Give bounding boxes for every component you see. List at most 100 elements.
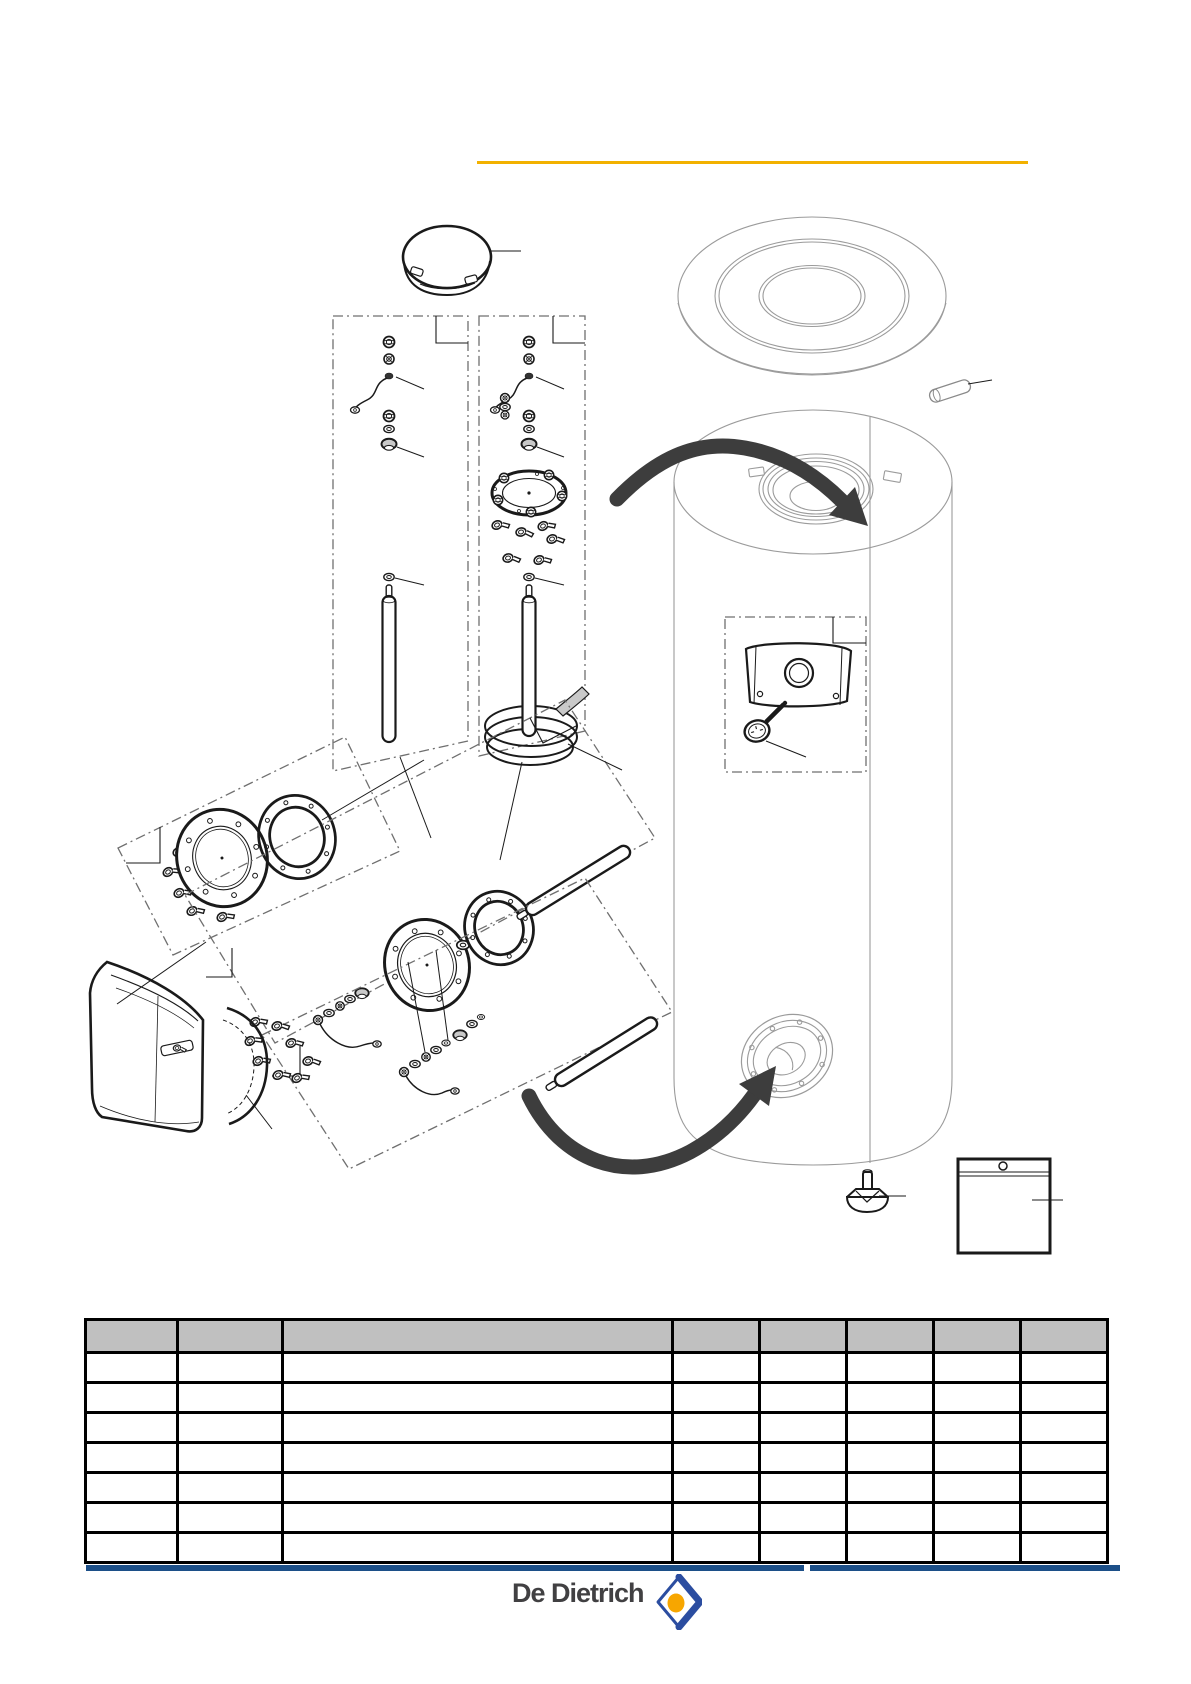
brand-logo-diamond-icon [656, 1574, 702, 1630]
footer-rule [86, 1565, 1120, 1571]
leader-line [765, 740, 807, 758]
panel-thermostat [724, 616, 867, 773]
tank-lower-flange [740, 1013, 834, 1099]
table-cell [932, 1501, 1022, 1534]
table-row [84, 1531, 1109, 1564]
table-cell [176, 1441, 284, 1474]
leader-lines [116, 250, 1063, 1201]
table-cell [176, 1471, 284, 1504]
header-cell [84, 1318, 179, 1354]
leader-line [536, 446, 565, 458]
table-cell [84, 1471, 179, 1504]
table-cell [671, 1351, 761, 1384]
thermostat-cover-plate [744, 642, 853, 708]
table-cell [84, 1501, 179, 1534]
table-cell [281, 1381, 674, 1414]
table-cell [1019, 1471, 1109, 1504]
table-row [84, 1501, 1109, 1534]
leader-line [407, 961, 426, 1053]
table-cell [845, 1471, 935, 1504]
leader-line [967, 379, 993, 385]
blank-flange-plate [175, 807, 269, 909]
arrow-into-top-opening [609, 438, 868, 526]
brand-logo-text: De Dietrich [512, 1578, 645, 1608]
table-cell [281, 1501, 674, 1534]
front-cover [88, 960, 205, 1133]
table-cell [176, 1351, 284, 1384]
table-cell [671, 1471, 761, 1504]
element-flange [383, 917, 471, 1013]
panel-anode [332, 315, 469, 772]
table-cell [1019, 1351, 1109, 1384]
flange-gasket [257, 793, 337, 881]
table-cell [671, 1441, 761, 1474]
table-row [84, 1411, 1109, 1444]
table-cell [84, 1351, 179, 1384]
header-cell [176, 1318, 284, 1354]
panel-heating-element-top [478, 315, 590, 766]
table-cell [932, 1441, 1022, 1474]
header-cell [758, 1318, 848, 1354]
table-cell [758, 1351, 848, 1384]
leader-line [535, 376, 565, 390]
table-cell [845, 1351, 935, 1384]
table-row [84, 1441, 1109, 1474]
panel-heating-element-bottom [242, 877, 673, 1170]
parts-table [84, 1318, 1109, 1564]
table-cell [671, 1411, 761, 1444]
trim-ring [222, 1006, 269, 1126]
tank-body [673, 409, 953, 1166]
table-cell [758, 1501, 848, 1534]
panel-flange-assembly [184, 699, 656, 1048]
header-cell [281, 1318, 674, 1354]
table-cell [1019, 1411, 1109, 1444]
table-cell [845, 1501, 935, 1534]
table-cell [845, 1381, 935, 1414]
table-cell [671, 1501, 761, 1534]
table-cell [176, 1411, 284, 1444]
element-flange-plate [490, 469, 568, 518]
tank-top-opening [748, 453, 902, 525]
heating-element-rod [516, 844, 632, 921]
leader-line [321, 759, 425, 821]
parts-table-header-row [84, 1318, 1109, 1354]
table-cell [281, 1471, 674, 1504]
leader-line [245, 1094, 273, 1130]
table-cell [758, 1381, 848, 1414]
leader-line [435, 949, 449, 1041]
table-cell [758, 1531, 848, 1564]
table-row [84, 1381, 1109, 1414]
panel-gaskets [117, 736, 401, 956]
arrow-into-lower-flange [521, 1066, 776, 1175]
table-cell [84, 1531, 179, 1564]
table-cell [281, 1411, 674, 1444]
table-cell [281, 1441, 674, 1474]
table-cell [932, 1471, 1022, 1504]
heating-element-rod [545, 1016, 659, 1092]
table-cell [758, 1441, 848, 1474]
table-cell [176, 1531, 284, 1564]
element-gasket [463, 889, 535, 967]
table-cell [281, 1531, 674, 1564]
table-cell [671, 1381, 761, 1414]
table-cell [932, 1381, 1022, 1414]
table-cell [84, 1381, 179, 1414]
immersion-heater-coil [484, 686, 590, 766]
table-cell [281, 1351, 674, 1384]
leader-line [395, 376, 425, 390]
table-cell [845, 1411, 935, 1444]
header-cell [932, 1318, 1022, 1354]
label-sticker [928, 379, 972, 403]
leader-line [116, 941, 207, 1005]
table-cell [1019, 1531, 1109, 1564]
leader-line [399, 756, 432, 839]
table-cell [1019, 1441, 1109, 1474]
table-cell [84, 1441, 179, 1474]
table-cell [1019, 1501, 1109, 1534]
top-cap [401, 224, 493, 297]
section-title-rule [477, 161, 1028, 164]
leader-line [567, 743, 623, 771]
header-cell [671, 1318, 761, 1354]
table-cell [845, 1441, 935, 1474]
